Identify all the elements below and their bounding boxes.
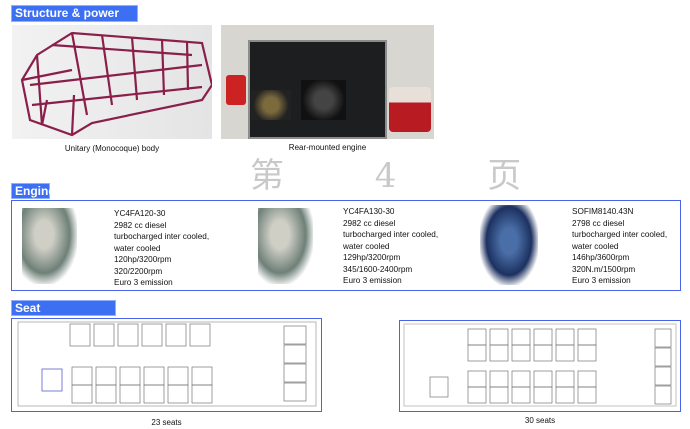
seat	[577, 386, 597, 404]
bus-frame-image	[12, 25, 212, 139]
seat	[119, 384, 141, 404]
seat	[283, 344, 307, 364]
seat	[533, 370, 553, 388]
seat	[283, 363, 307, 383]
caption-23-seats: 23 seats	[151, 418, 182, 427]
seat	[533, 386, 553, 404]
seat	[17, 321, 317, 407]
seat	[95, 366, 117, 386]
seat	[429, 376, 449, 398]
seat	[189, 323, 211, 347]
seat	[41, 368, 63, 392]
seat	[577, 344, 597, 362]
seat	[489, 344, 509, 362]
seat	[654, 366, 672, 386]
caption-body: Unitary (Monocoque) body	[64, 144, 160, 153]
seat	[165, 323, 187, 347]
seat	[489, 328, 509, 346]
seat	[555, 344, 575, 362]
seat	[69, 323, 91, 347]
seat	[167, 366, 189, 386]
engine-image-1	[22, 208, 77, 284]
seat	[93, 323, 115, 347]
seat	[71, 384, 93, 404]
seat	[167, 384, 189, 404]
seat	[119, 366, 141, 386]
seat	[489, 370, 509, 388]
caption-30-seats: 30 seats	[524, 416, 556, 425]
seat	[71, 366, 93, 386]
seat	[283, 325, 307, 345]
seat-layout-30	[399, 320, 681, 412]
seat	[191, 384, 213, 404]
seat	[467, 370, 487, 388]
engine-box	[11, 200, 681, 291]
seat	[511, 344, 531, 362]
seat	[511, 386, 531, 404]
seat	[143, 366, 165, 386]
seat	[533, 328, 553, 346]
section-header-engine: Engine	[11, 183, 55, 199]
seat	[511, 370, 531, 388]
seat	[555, 370, 575, 388]
seat	[143, 384, 165, 404]
seat	[467, 328, 487, 346]
page-watermark: 第 4 页	[250, 156, 562, 196]
rear-engine-image	[221, 25, 434, 139]
seat	[654, 385, 672, 405]
seat	[489, 386, 509, 404]
section-header-structure: Structure & power	[11, 5, 138, 22]
seat	[654, 328, 672, 348]
seat	[191, 366, 213, 386]
seat	[577, 328, 597, 346]
seat	[654, 347, 672, 367]
seat	[95, 384, 117, 404]
engine-image-3	[480, 205, 538, 285]
seat	[117, 323, 139, 347]
seat	[555, 386, 575, 404]
seat	[467, 344, 487, 362]
seat	[555, 328, 575, 346]
seat	[141, 323, 163, 347]
caption-engine: Rear-mounted engine	[288, 143, 367, 152]
seat	[533, 344, 553, 362]
seat	[403, 323, 677, 407]
seat-layout-23	[11, 318, 322, 412]
seat	[511, 328, 531, 346]
section-header-seats: Seat arrangement	[11, 300, 116, 330]
seat	[467, 386, 487, 404]
engine-image-2	[258, 208, 313, 284]
seat	[283, 382, 307, 402]
seat	[577, 370, 597, 388]
